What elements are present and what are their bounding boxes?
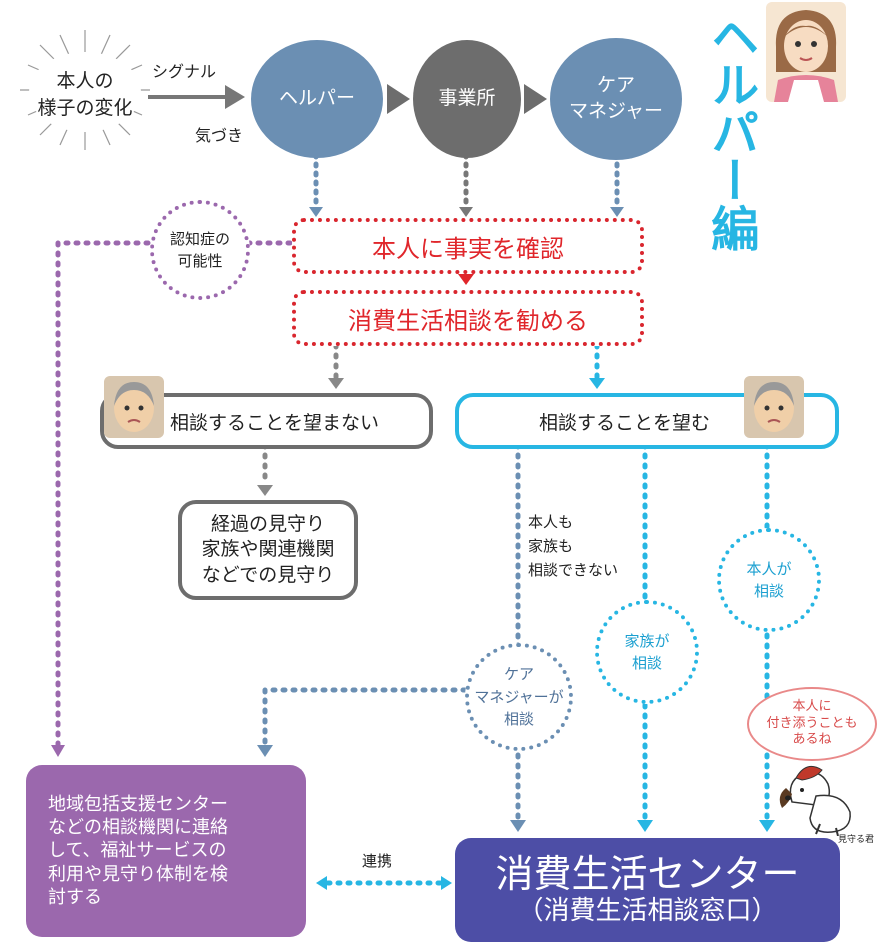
speech-bubble: 本人に 付き添うことも あるね [747, 687, 877, 761]
dog-mascot-icon [772, 752, 862, 837]
helper-circle: ヘルパー [251, 40, 383, 158]
recommend-consult-box: 消費生活相談を勧める [292, 290, 644, 346]
mimamoru-label: 見守る君 [838, 835, 875, 845]
community-center-box: 地域包括支援センター などの相談機関に連絡 して、福祉サービスの 利用や見守り体… [26, 765, 306, 937]
helper-avatar [766, 2, 846, 102]
care-manager-consults: ケア マネジャーが 相談 [465, 643, 573, 751]
self-consults: 本人が 相談 [717, 528, 821, 632]
consumer-center-box: 消費生活センター （消費生活相談窓口） [455, 838, 840, 942]
page-title: ヘルパー編 [702, 12, 759, 252]
office-circle: 事業所 [413, 40, 521, 158]
elderly-face-left [104, 376, 164, 438]
monitoring-box: 経過の見守り 家族や関連機関 などでの見守り [178, 500, 358, 600]
dementia-possibility: 認知症の 可能性 [150, 200, 250, 300]
signal-label: シグナル [152, 62, 217, 81]
family-consults: 家族が 相談 [595, 600, 699, 704]
elderly-face-right [744, 376, 804, 438]
link-label: 連携 [362, 852, 393, 870]
cannot-consult-label: 本人も 家族も 相談できない [528, 510, 623, 582]
care-manager-circle: ケア マネジャー [550, 38, 682, 160]
notice-label: 気づき [195, 126, 244, 145]
confirm-facts-box: 本人に事実を確認 [292, 218, 644, 274]
start-label: 本人の 様子の変化 [37, 70, 133, 119]
